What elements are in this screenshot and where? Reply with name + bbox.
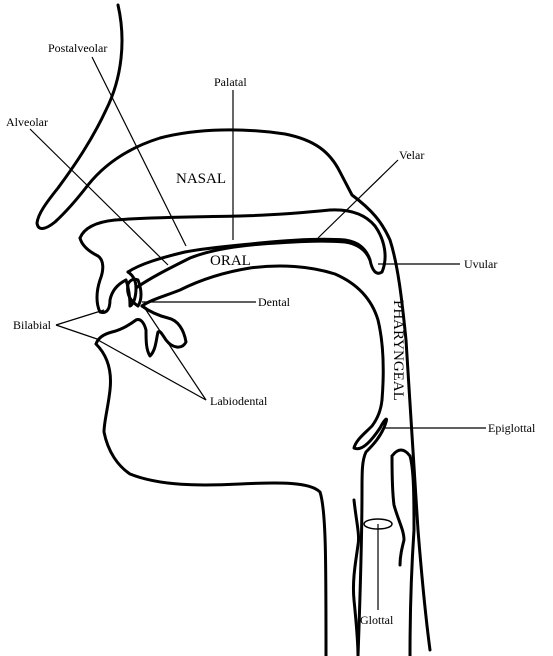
epiglottis-outline	[356, 417, 388, 656]
postalveolar-leader	[91, 56, 187, 247]
upper-lip-outline	[78, 236, 138, 314]
oral-roof-outline	[134, 239, 372, 290]
bilabial-upper-leader	[55, 309, 105, 326]
glottal-label: Glottal	[360, 613, 394, 627]
dental-label: Dental	[258, 295, 291, 309]
lower-tooth-outline	[94, 304, 188, 358]
bilabial-lower-leader	[55, 324, 101, 341]
chin-neck-outline	[94, 342, 328, 656]
labiodental-upper-leader	[143, 306, 207, 401]
tongue-outline	[140, 264, 385, 402]
uvular-label: Uvular	[464, 257, 497, 271]
nasal-region-label: NASAL	[176, 171, 226, 187]
velar-label: Velar	[399, 148, 424, 162]
alveolar-leader	[29, 128, 169, 266]
labiodental-lower-leader	[97, 339, 207, 401]
alveolar-label: Alveolar	[6, 115, 48, 129]
oral-region-label: ORAL	[210, 253, 251, 269]
epiglottal-label: Epiglottal	[488, 421, 536, 435]
larynx-outline	[352, 498, 360, 656]
vocal-fold-back-outline	[390, 448, 416, 656]
bilabial-label: Bilabial	[13, 318, 52, 332]
head-profile-outline	[35, 3, 432, 652]
upper-tooth-outline	[126, 277, 143, 308]
postalveolar-label: Postalveolar	[48, 41, 107, 55]
labiodental-label: Labiodental	[210, 394, 268, 408]
palatal-label: Palatal	[214, 75, 247, 89]
vocal-fold-right-outline	[390, 454, 406, 567]
velar-leader	[317, 159, 399, 239]
pharyngeal-region-label: PHARYNGEAL	[390, 300, 406, 401]
pharynx-front-outline	[352, 398, 384, 451]
